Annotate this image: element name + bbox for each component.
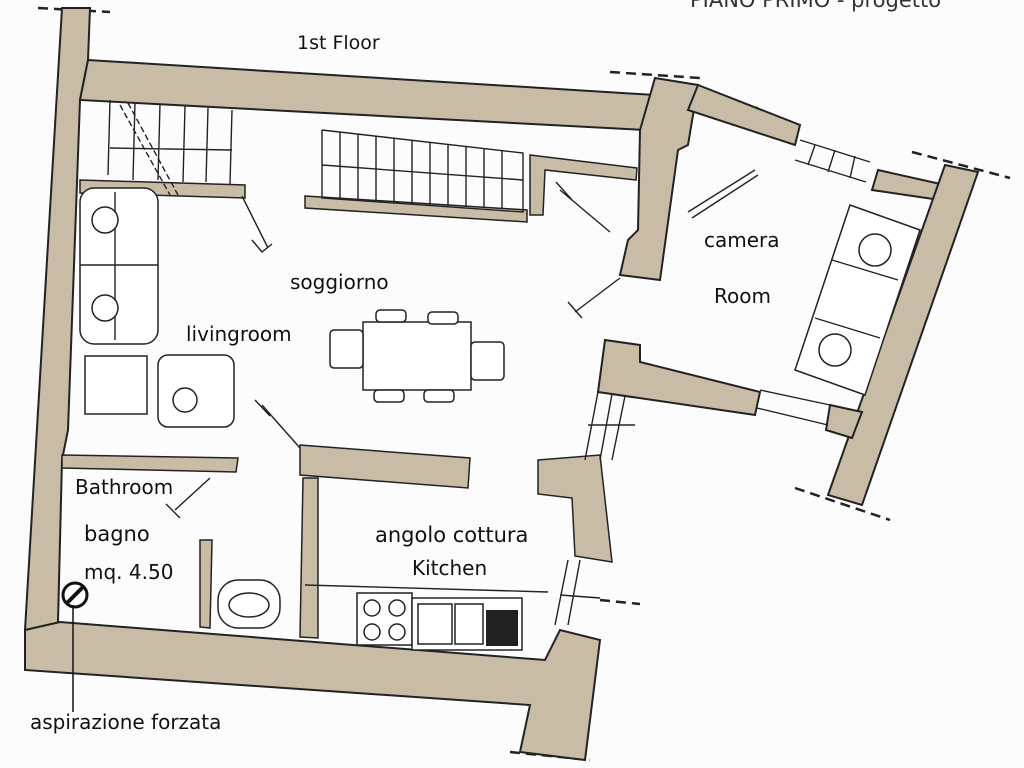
wall-bath-top [61, 454, 239, 473]
door-camera [567, 277, 621, 319]
wall-camera-bottom-right [824, 403, 864, 440]
dining-table [329, 309, 505, 403]
stairs-left [107, 99, 233, 196]
wall-kitchen-top [299, 444, 471, 489]
kitchen-counter [304, 584, 549, 651]
door-camera-window [687, 169, 759, 219]
plan-title: PIANO PRIMO - progetto [690, 0, 942, 12]
wall-camera-bottom [596, 338, 762, 417]
floor-label: 1st Floor [297, 32, 380, 54]
sofa [79, 187, 159, 345]
stairs-main [321, 129, 524, 213]
wall-kitchen-right [537, 454, 613, 563]
room-label-livingroom: livingroom [186, 322, 292, 346]
room-label-soggiorno: soggiorno [290, 270, 389, 294]
stairs-bottom [554, 389, 831, 626]
door-bath [165, 477, 211, 519]
wall-kitchen-left [299, 477, 319, 639]
wall-bottom [24, 620, 602, 762]
wall-bath-partition [199, 539, 213, 629]
vent-note: aspirazione forzata [30, 710, 222, 734]
door-stair-right [555, 181, 611, 233]
room-label-bathroom: Bathroom [75, 475, 174, 499]
sink-bathroom [217, 579, 281, 629]
vent-icon [61, 581, 89, 712]
bed [794, 204, 921, 396]
room-label-room: Room [714, 284, 771, 308]
room-label-kitchen: Kitchen [412, 556, 488, 580]
room-label-camera: camera [704, 228, 780, 252]
door-stair-left [241, 195, 273, 253]
bath-area: mq. 4.50 [84, 560, 174, 584]
armchair [157, 354, 235, 428]
wall-top [78, 58, 657, 132]
wall-center-right [618, 76, 700, 282]
room-label-bagno: bagno [84, 522, 150, 546]
wall-stair-main [304, 195, 528, 223]
room-label-angolo-cottura: angolo cottura [375, 523, 529, 547]
stairs-camera [794, 139, 871, 183]
side-table [84, 355, 148, 415]
wall-stair-right [529, 154, 638, 216]
wall-camera-top [686, 83, 802, 147]
door-living-bottom [254, 399, 301, 449]
